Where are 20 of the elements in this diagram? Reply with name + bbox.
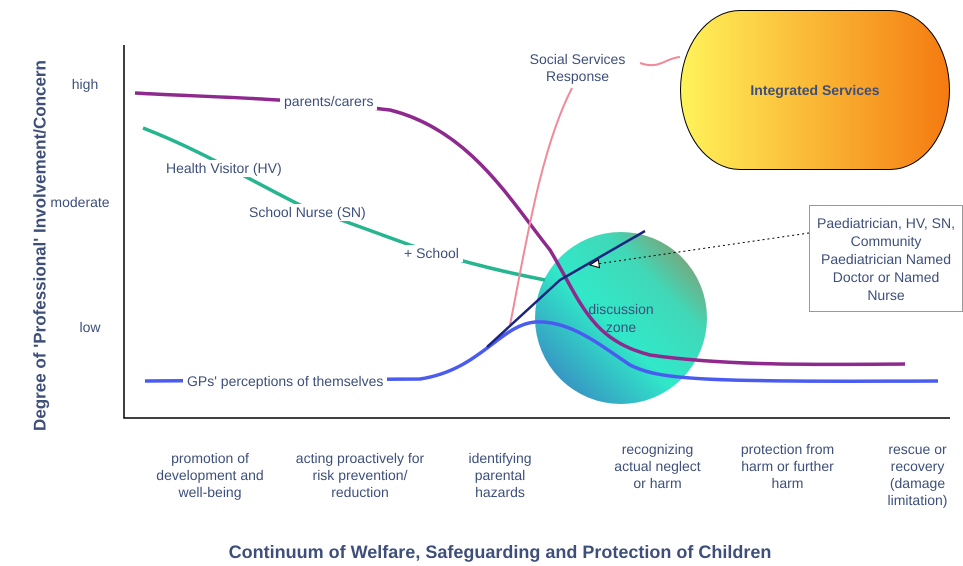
- curve-label: parents/carers: [280, 93, 378, 110]
- axis-title: Continuum of Welfare, Safeguarding and Protection of Children: [228, 541, 772, 563]
- box-title: Integrated Services: [750, 82, 880, 98]
- curve-label: Social Services Response: [515, 48, 640, 88]
- category-label: rescue or recovery (damage limitation): [886, 441, 948, 509]
- callout-box: [809, 205, 963, 312]
- callout-text: Paediatrician, HV, SN, Community Paediatrician Named Doctor or Named Nurse: [816, 214, 956, 304]
- axis-title: Degree of 'Professional' Involvement/Concern: [30, 59, 50, 433]
- zone-label: discussion zone: [587, 300, 655, 336]
- category-label: recognizing actual neglect or harm: [613, 441, 702, 492]
- axis-tick-label: low: [78, 319, 102, 336]
- curve-label: GPs' perceptions of themselves: [183, 373, 388, 390]
- category-label: protection from harm or further harm: [740, 441, 835, 492]
- leader-line: [590, 232, 810, 268]
- category-label: identifying parental hazards: [467, 450, 533, 501]
- category-label: acting proactively for risk prevention/ reduction: [294, 450, 426, 501]
- axis-tick-label: high: [70, 76, 100, 93]
- category-label: promotion of development and well-being: [155, 450, 265, 501]
- connector-line: [640, 56, 680, 66]
- axis-tick-label: moderate: [49, 194, 111, 211]
